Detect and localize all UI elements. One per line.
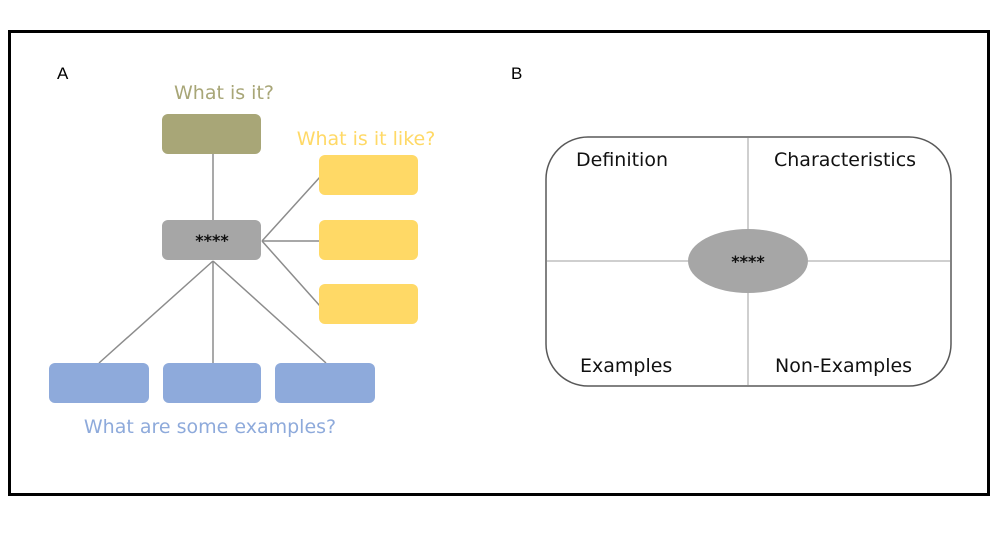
example-box-1	[49, 363, 149, 403]
quadrant-characteristics: Characteristics	[774, 149, 916, 171]
like-box-3	[319, 284, 418, 324]
connector-center-to-example-3	[212, 260, 327, 364]
connector-center-to-like-1	[261, 176, 321, 242]
panel-a-label: A	[57, 64, 69, 83]
quadrant-definition: Definition	[576, 149, 668, 171]
center-node-b-label: ****	[731, 252, 765, 271]
question-examples: What are some examples?	[84, 416, 336, 438]
quadrant-examples: Examples	[580, 355, 672, 377]
like-box-1	[319, 155, 418, 195]
connector-center-to-example-1	[98, 260, 214, 364]
example-box-3	[275, 363, 375, 403]
question-what-is-it-like: What is it like?	[297, 128, 436, 150]
question-what-is-it: What is it?	[174, 82, 274, 104]
panel-b: B **** Definition Characteristics Exampl…	[511, 64, 952, 387]
example-box-2	[163, 363, 261, 403]
panel-a: A What is it? What is it like? **** What…	[49, 64, 435, 438]
center-node-a	[162, 220, 261, 260]
figure-frame	[8, 30, 990, 496]
quadrant-non-examples: Non-Examples	[775, 355, 912, 377]
connector-center-to-like-3	[261, 240, 321, 307]
center-node-a-label: ****	[195, 231, 229, 250]
panel-b-label: B	[511, 64, 522, 83]
center-node-b	[688, 229, 808, 293]
like-box-2	[319, 220, 418, 260]
what-box	[162, 114, 261, 154]
